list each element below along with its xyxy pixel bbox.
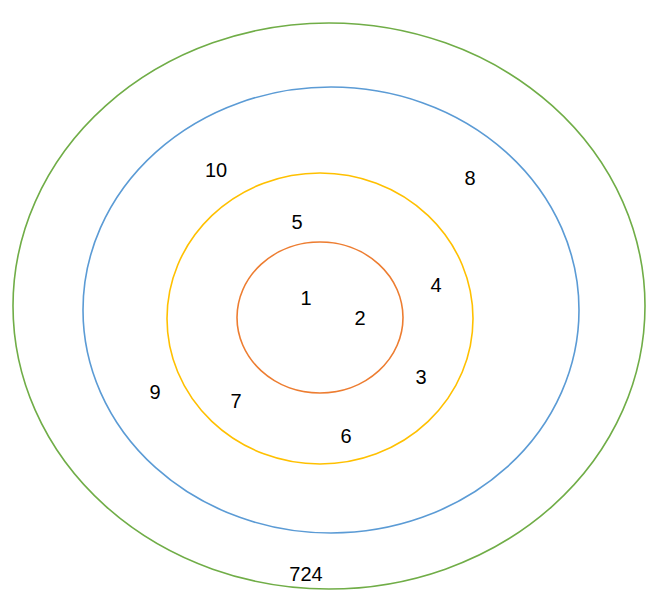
ellipse-stroke <box>167 173 473 464</box>
second-set-ellipse: 10895437612 <box>82 86 580 534</box>
inner-set-ellipse: 12 <box>236 241 404 394</box>
ellipse-stroke <box>83 87 579 533</box>
ellipse-outline <box>236 241 404 394</box>
ellipse-stroke <box>13 23 645 589</box>
set-element-number: 1 <box>300 288 311 308</box>
set-element-number: 7 <box>230 391 241 411</box>
set-element-number: 2 <box>354 308 365 328</box>
set-element-number: 5 <box>291 212 302 232</box>
set-element-number: 8 <box>464 168 475 188</box>
outer-set-ellipse: 72410895437612 <box>12 22 646 590</box>
set-element-number: 10 <box>205 160 227 180</box>
set-element-number: 4 <box>430 275 441 295</box>
ellipse-outline <box>82 86 580 534</box>
set-element-number: 724 <box>289 564 322 584</box>
set-element-number: 3 <box>415 367 426 387</box>
set-element-number: 6 <box>340 426 351 446</box>
set-element-number: 9 <box>149 382 160 402</box>
ellipse-outline <box>12 22 646 590</box>
ellipse-stroke <box>237 242 403 393</box>
ellipse-outline <box>166 172 474 465</box>
third-set-ellipse: 5437612 <box>166 172 474 465</box>
